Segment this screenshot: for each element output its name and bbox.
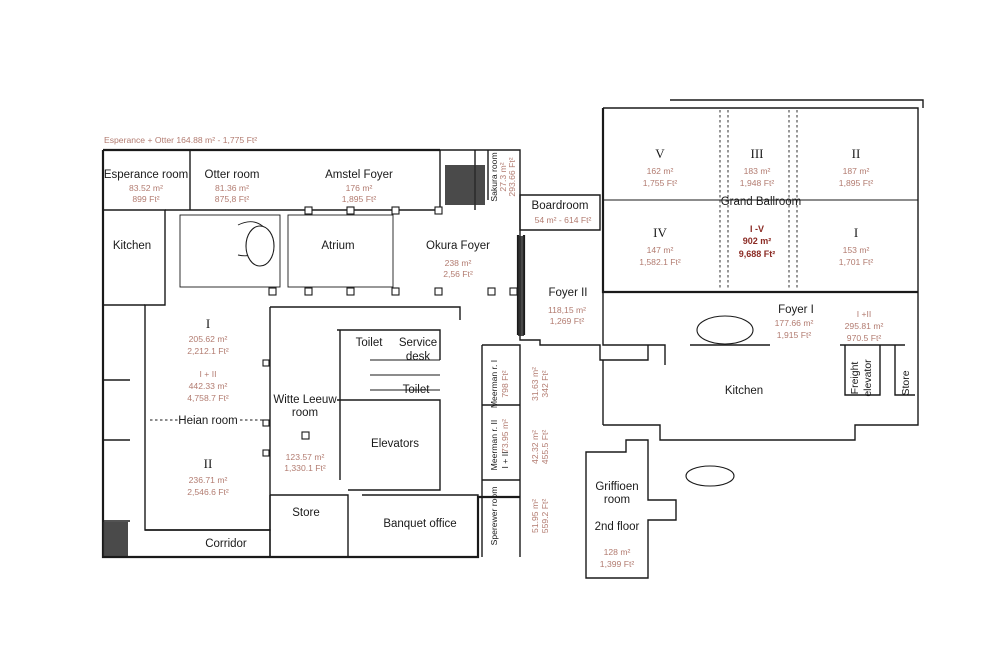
elevators-name: Elevators	[371, 438, 419, 450]
amstel-foyer-m2: 176 m²	[346, 183, 373, 193]
sperewer-ft2: 559.2 Ft²	[540, 499, 550, 534]
ballroom-i-v-ft2: 9,688 Ft²	[739, 249, 776, 259]
banquet-office-name: Banquet office	[383, 518, 456, 530]
toilet-top-name: Toilet	[356, 337, 384, 349]
ballroom-iv-ft2: 1,582.1 Ft²	[639, 257, 681, 267]
freight-elevator-line2: elevator	[862, 359, 874, 397]
ballroom-ii-label[interactable]: II	[852, 146, 861, 161]
toilet-lower-name: Toilet	[403, 384, 431, 396]
otter-m2: 81.36 m²	[215, 183, 249, 193]
ballroom-v-ft2: 1,755 Ft²	[643, 178, 678, 188]
okura-foyer-m2: 238 m²	[445, 258, 472, 268]
otter-ft2: 875,8 Ft²	[215, 194, 250, 204]
sperewer-m2: 51.95 m²	[530, 499, 540, 533]
amstel-foyer-ft2: 1,895 Ft²	[342, 194, 377, 204]
stair-hatches	[103, 165, 754, 556]
heian-combined-m2: 442.33 m²	[189, 381, 228, 391]
witte-leeuw-name-line1[interactable]: Witte Leeuw	[273, 394, 337, 406]
witte-leeuw-ft2: 1,330.1 Ft²	[284, 463, 326, 473]
amstel-foyer-name[interactable]: Amstel Foyer	[325, 169, 393, 181]
sperewer-name[interactable]: Sperewer room	[489, 487, 499, 546]
ballroom-ii-ft2: 1,895 Ft²	[839, 178, 874, 188]
otter-room-name[interactable]: Otter room	[205, 169, 260, 181]
meerman-ii-combined: I + II	[500, 452, 510, 469]
foyer-i-ii-m2: 295.81 m²	[845, 321, 884, 331]
heian-i-m2: 205.62 m²	[189, 334, 228, 344]
atrium-name[interactable]: Atrium	[321, 240, 354, 252]
foyer-ii-m2: 118,15 m²	[548, 305, 586, 315]
ballroom-i-v-m2: 902 m²	[743, 236, 772, 246]
service-desk-line1: Service	[399, 337, 437, 349]
freight-elevator-line1: Freight	[849, 362, 861, 395]
esperance-ft2: 899 Ft²	[132, 194, 159, 204]
heian-combined-label: I + II	[200, 369, 217, 379]
boardroom-name[interactable]: Boardroom	[532, 200, 589, 212]
heian-i-label: I	[206, 316, 210, 331]
ballroom-i-m2: 153 m²	[843, 245, 870, 255]
ballroom-iii-ft2: 1,948 Ft²	[740, 178, 775, 188]
ballroom-iii-label[interactable]: III	[751, 146, 764, 161]
corridor-name: Corridor	[205, 538, 247, 550]
store-left-name: Store	[292, 507, 320, 519]
foyer-i-ii-ft2: 970.5 Ft²	[847, 333, 882, 343]
sakura-m2: 27.3 m²	[498, 162, 508, 191]
heian-combined-ft2: 4,758.7 Ft²	[187, 393, 229, 403]
heian-room-name[interactable]: Heian room	[178, 415, 237, 427]
foyer-ii-name[interactable]: Foyer II	[549, 287, 588, 299]
grand-ballroom-name[interactable]: Grand Ballroom	[721, 196, 802, 208]
kitchen-right-name: Kitchen	[725, 385, 763, 397]
ballroom-v-m2: 162 m²	[647, 166, 674, 176]
griffioen-name-line2[interactable]: room	[604, 494, 630, 506]
ballroom-i-v-label[interactable]: I -V	[750, 224, 764, 234]
witte-leeuw-name-line2[interactable]: room	[292, 407, 318, 419]
ballroom-iv-m2: 147 m²	[647, 245, 674, 255]
boardroom-size: 54 m² - 614 Ft²	[535, 215, 592, 225]
store-right-name: Store	[900, 370, 912, 395]
sakura-room-name[interactable]: Sakura room	[489, 152, 499, 201]
ballroom-i-ft2: 1,701 Ft²	[839, 257, 874, 267]
service-desk-line2: desk	[406, 351, 431, 363]
griffioen-name-line1[interactable]: Griffioen	[595, 481, 638, 493]
meerman-i-name[interactable]: Meerman r. I	[489, 360, 499, 408]
header-note: Esperance + Otter 164.88 m² - 1,775 Ft²	[104, 135, 257, 145]
foyer-i-m2: 177.66 m²	[775, 318, 814, 328]
kitchen-left-name: Kitchen	[113, 240, 151, 252]
ballroom-ii-m2: 187 m²	[843, 166, 870, 176]
griffioen-ft2: 1,399 Ft²	[600, 559, 635, 569]
foyer-i-ii-label: I +II	[857, 309, 872, 319]
foyer-ii-ft2: 1,269 Ft²	[550, 316, 585, 326]
witte-leeuw-m2: 123.57 m²	[286, 452, 325, 462]
foyer-i-ft2: 1,915 Ft²	[777, 330, 812, 340]
okura-foyer-ft2: 2,56 Ft²	[443, 269, 473, 279]
esperance-room-name[interactable]: Esperance room	[104, 169, 188, 181]
sakura-ft2: 293.66 Ft²	[507, 157, 517, 196]
foyer-i-name[interactable]: Foyer I	[778, 304, 814, 316]
griffioen-floor: 2nd floor	[595, 521, 640, 533]
ballroom-i-label[interactable]: I	[854, 225, 858, 240]
heian-ii-m2: 236.71 m²	[189, 475, 228, 485]
ballroom-iii-m2: 183 m²	[744, 166, 771, 176]
heian-ii-label: II	[204, 456, 213, 471]
meerman-i-ft2: 342 Ft²	[540, 370, 550, 397]
pillars	[179, 206, 518, 457]
meerman-i-extra: 798 Ft²	[500, 370, 510, 397]
meerman-ii-name[interactable]: Meerman r. II	[489, 420, 499, 471]
meerman-ii-m2: 73.95 m²	[500, 419, 510, 453]
esperance-m2: 83.52 m²	[129, 183, 163, 193]
heian-i-ft2: 2,212.1 Ft²	[187, 346, 229, 356]
heian-ii-ft2: 2,546.6 Ft²	[187, 487, 229, 497]
meerman-i-m2: 31.63 m²	[530, 367, 540, 401]
ballroom-v-label[interactable]: V	[655, 146, 665, 161]
ballroom-iv-label[interactable]: IV	[653, 225, 667, 240]
meerman-ii-ft2: 455.5 Ft²	[540, 430, 550, 465]
meerman-ii-m2b: 42.32 m²	[530, 430, 540, 464]
griffioen-m2: 128 m²	[604, 547, 631, 557]
okura-foyer-name[interactable]: Okura Foyer	[426, 240, 490, 252]
